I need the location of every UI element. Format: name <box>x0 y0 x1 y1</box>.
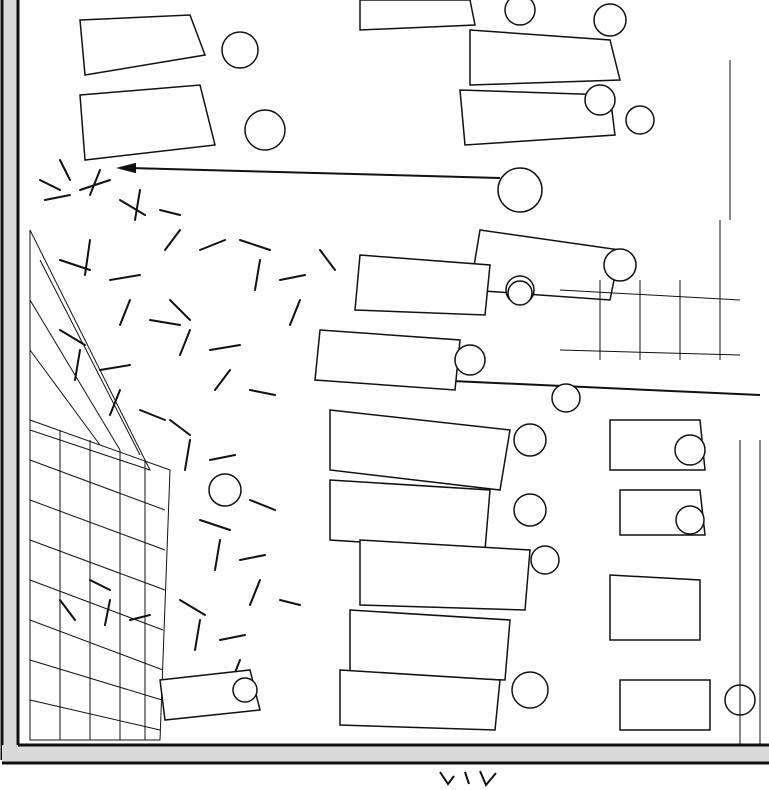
caption <box>0 768 769 790</box>
page-mark-glyph <box>439 770 497 787</box>
brick-wall <box>29 419 171 741</box>
tree-foliage <box>39 159 336 686</box>
figures <box>79 0 756 731</box>
print-border <box>0 0 769 765</box>
platform <box>559 60 761 745</box>
tiled-roof <box>29 229 151 471</box>
ceremonial-fans <box>208 167 581 507</box>
